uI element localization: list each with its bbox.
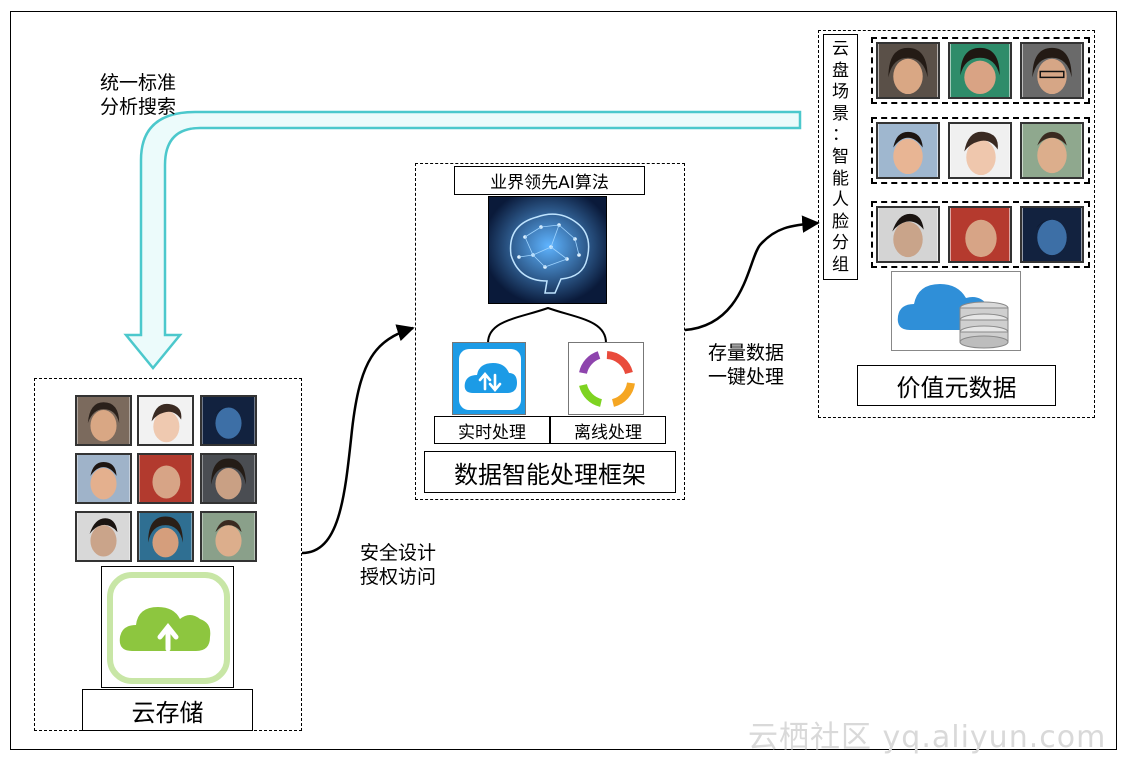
framework-group [415,163,685,500]
realtime-upload-icon [452,342,526,415]
process-label: 存量数据 一键处理 [708,341,784,389]
security-label-line2: 授权访问 [360,566,437,588]
vertical-char: 分 [832,233,849,254]
vertical-char: 景 [832,103,849,124]
vertical-char: 云 [832,39,849,59]
top-flow-label-line2: 分析搜索 [100,96,177,118]
process-label-line2: 一键处理 [708,366,785,388]
face-thumbnail [876,42,940,99]
cloud-database-icon [891,271,1021,351]
face-thumbnail [876,122,940,179]
vertical-char: ： [832,125,849,146]
unified-flow-arrow [123,110,802,370]
offline-cycle-icon [568,342,644,415]
cloud-scene-vertical-label: 云 盘 场 景 ： 智 能 人 脸 分 组 [823,34,858,280]
face-thumbnail [1020,122,1084,179]
cloud-scene-group [818,30,1095,418]
face-thumbnail [75,395,132,446]
ai-title: 业界领先AI算法 [454,166,645,195]
cloud-upload-icon [101,566,234,688]
vertical-char: 脸 [832,211,849,232]
offline-label: 离线处理 [550,416,666,444]
brain-network-icon [488,196,607,304]
face-group-row [871,117,1090,184]
storage-title: 云存储 [82,689,253,731]
cloud-scene-title: 价值元数据 [857,365,1056,406]
vertical-char: 场 [832,82,849,103]
face-thumbnail [137,453,194,504]
process-arrow [684,215,820,332]
vertical-char: 组 [832,254,849,275]
realtime-label: 实时处理 [434,416,550,444]
face-thumbnail [200,395,257,446]
top-flow-label: 统一标准 分析搜索 [100,71,176,119]
vertical-char: 人 [832,190,849,211]
watermark: 云栖社区 yq.aliyun.com [748,720,1107,755]
face-thumbnail [948,122,1012,179]
face-group-row [871,201,1090,268]
face-group-row [871,37,1090,104]
brace-connector [487,306,607,344]
face-thumbnail [75,511,132,562]
face-thumbnail [876,206,940,263]
face-thumbnail [200,453,257,504]
diagram-frame [10,11,1117,750]
face-thumbnail [948,42,1012,99]
face-thumbnail [1020,206,1084,263]
vertical-char: 能 [832,168,849,189]
face-thumbnail [200,511,257,562]
face-thumbnail [137,395,194,446]
top-flow-label-line1: 统一标准 [100,72,177,94]
security-label: 安全设计 授权访问 [360,541,436,589]
framework-title: 数据智能处理框架 [424,451,676,493]
security-arrow [301,324,415,555]
vertical-char: 智 [832,146,849,167]
face-thumbnail [1020,42,1084,99]
process-label-line1: 存量数据 [708,342,785,364]
face-thumbnail [137,511,194,562]
security-label-line1: 安全设计 [360,542,437,564]
face-thumbnail [948,206,1012,263]
face-thumbnail [75,453,132,504]
vertical-char: 盘 [832,60,849,81]
